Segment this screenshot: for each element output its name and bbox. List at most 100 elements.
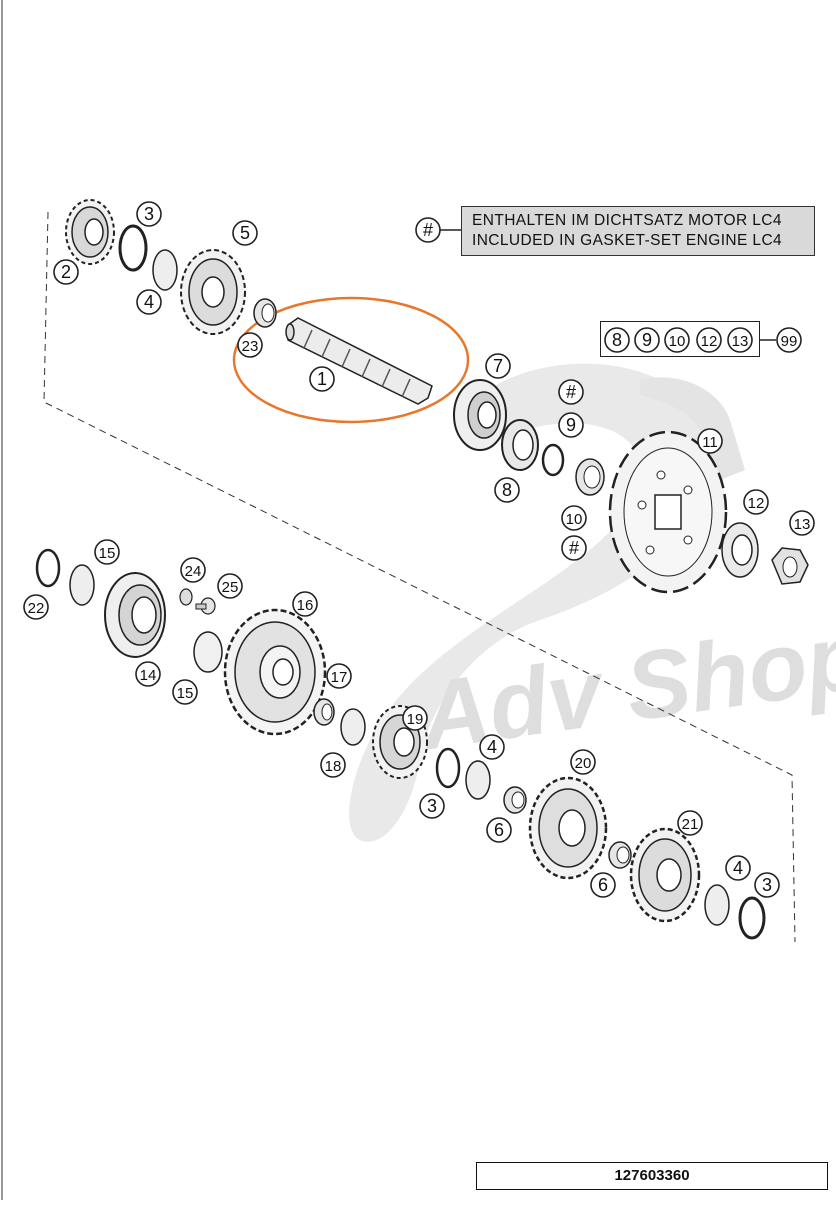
callout-label: 20 <box>575 755 592 772</box>
callout-7: 7 <box>485 353 511 379</box>
callout-label: 17 <box>331 669 348 686</box>
callout-14: 14 <box>135 661 161 687</box>
part-washer-18 <box>340 708 366 746</box>
callout-2: 2 <box>53 259 79 285</box>
callout-label: # <box>569 538 579 558</box>
kit-members-box <box>600 321 760 357</box>
kit-member-8: 8 <box>604 327 630 353</box>
part-washer-4-mid <box>465 760 491 800</box>
callout-12: 12 <box>743 489 769 515</box>
callout-4: 4 <box>479 734 505 760</box>
callout-13: 13 <box>789 510 815 536</box>
callout-label: 15 <box>177 685 194 702</box>
part-bushing-6-lower <box>608 841 632 869</box>
callout-label: 6 <box>598 875 608 895</box>
part-circlip-3-lower <box>738 896 766 940</box>
part-circlip-3 <box>118 224 148 272</box>
callout-label: 11 <box>702 434 718 451</box>
callout-label: 5 <box>240 223 250 243</box>
callout-label: 25 <box>222 579 239 596</box>
part-bushing-17 <box>313 698 335 726</box>
callout-label: 10 <box>566 511 583 528</box>
callout-hash: # <box>558 379 584 405</box>
kit-member-13: 13 <box>727 327 753 353</box>
callout-label: 2 <box>61 262 71 282</box>
part-gear-21 <box>629 827 701 923</box>
callout-label: 4 <box>144 292 154 312</box>
part-gear-20 <box>528 776 608 880</box>
part-circlip-3-mid <box>435 747 461 789</box>
callout-label: 18 <box>325 758 342 775</box>
callout-23: 23 <box>237 332 263 358</box>
gasket-set-legend: ENTHALTEN IM DICHTSATZ MOTOR LC4 INCLUDE… <box>461 206 815 256</box>
part-washer-4 <box>152 249 178 291</box>
part-spacer-10 <box>575 458 605 496</box>
callout-8: 8 <box>494 477 520 503</box>
callout-3: 3 <box>136 201 162 227</box>
part-o-ring-9 <box>541 443 565 477</box>
callout-16: 16 <box>292 591 318 617</box>
part-seal-8 <box>501 419 539 471</box>
callout-18: 18 <box>320 752 346 778</box>
callout-1: 1 <box>309 366 335 392</box>
callout-4: 4 <box>136 289 162 315</box>
callout-15: 15 <box>94 539 120 565</box>
kit-member-12: 12 <box>696 327 722 353</box>
callout-20: 20 <box>570 749 596 775</box>
callout-label: 9 <box>566 415 576 435</box>
callout-label: 99 <box>781 333 798 350</box>
callout-label: 4 <box>733 858 743 878</box>
callout-label: 24 <box>185 563 202 580</box>
kit-member-10: 10 <box>664 327 690 353</box>
legend-text-english: INCLUDED IN GASKET-SET ENGINE LC4 <box>472 232 783 249</box>
part-bearing-14 <box>104 572 166 658</box>
part-washer-24 <box>179 588 193 606</box>
callout-label: 13 <box>794 516 811 533</box>
callout-label: 4 <box>487 737 497 757</box>
callout-hash: # <box>561 535 587 561</box>
callout-label: 12 <box>701 333 718 350</box>
part-lock-washer-12 <box>721 522 759 578</box>
highlight-ellipse <box>232 296 470 424</box>
callout-5: 5 <box>232 220 258 246</box>
callout-label: 8 <box>502 480 512 500</box>
part-gear-16 <box>223 608 327 736</box>
callout-25: 25 <box>217 573 243 599</box>
part-sprocket-11 <box>608 430 728 594</box>
callout-9: 9 <box>558 412 584 438</box>
callout-11: 11 <box>697 428 723 454</box>
part-number: 127603360 <box>476 1162 828 1190</box>
callout-6: 6 <box>590 872 616 898</box>
callout-layer: 12345237#9810#11121315221424251516171819… <box>23 201 815 898</box>
part-nut-13 <box>771 547 809 585</box>
kit-member-9: 9 <box>634 327 660 353</box>
callout-label: 9 <box>642 330 652 350</box>
callout-label: 16 <box>297 597 314 614</box>
callout-19: 19 <box>402 705 428 731</box>
callout-label: 7 <box>493 356 503 376</box>
callout-22: 22 <box>23 594 49 620</box>
callout-21: 21 <box>677 810 703 836</box>
callout-24: 24 <box>180 557 206 583</box>
callout-15: 15 <box>172 679 198 705</box>
callout-label: 10 <box>669 333 686 350</box>
callout-label: 21 <box>682 816 699 833</box>
callout-label: 14 <box>140 667 157 684</box>
callout-label: 3 <box>762 875 772 895</box>
callout-label: 8 <box>612 330 622 350</box>
callout-label: 6 <box>494 820 504 840</box>
callout-10: 10 <box>561 505 587 531</box>
callout-label: 3 <box>144 204 154 224</box>
part-screw-25 <box>195 597 216 615</box>
kit-number-callout: 99 <box>776 327 802 353</box>
callout-3: 3 <box>419 793 445 819</box>
assembly-outline <box>43 211 796 943</box>
callout-label: 22 <box>28 600 45 617</box>
callout-4: 4 <box>725 855 751 881</box>
legend-text-german: ENTHALTEN IM DICHTSATZ MOTOR LC4 <box>472 212 782 229</box>
callout-6: 6 <box>486 817 512 843</box>
callout-label: 1 <box>317 369 327 389</box>
callout-label: # <box>566 382 576 402</box>
